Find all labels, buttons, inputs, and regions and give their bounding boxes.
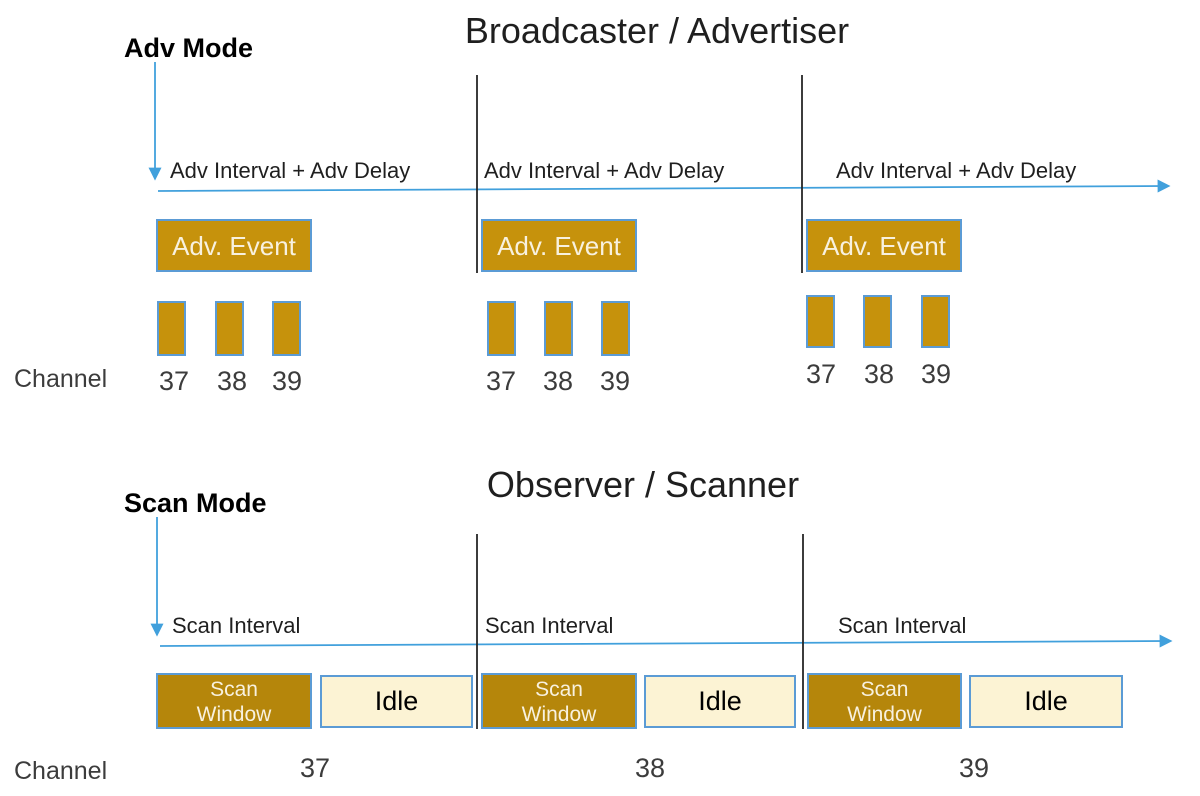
scan-window-box-2: Scan Window [481, 673, 637, 729]
scan-mode-label: Scan Mode [124, 488, 267, 518]
adv-channel-bar [863, 295, 892, 348]
adv-channel-bar [487, 301, 516, 356]
idle-box-1: Idle [320, 675, 473, 728]
scan-window-line2: Window [521, 703, 597, 726]
adv-channel-number: 38 [542, 366, 574, 396]
adv-channel-number: 37 [485, 366, 517, 396]
scan-window-line1: Scan [535, 678, 583, 701]
scan-window-line1: Scan [860, 678, 909, 701]
scan-channel-number: 37 [299, 753, 331, 783]
scan-window-box-3: Scan Window [807, 673, 962, 729]
adv-interval-label-3: Adv Interval + Adv Delay [836, 158, 1077, 183]
scan-window-line1: Scan [210, 678, 258, 701]
adv-mode-label: Adv Mode [124, 33, 254, 63]
scan-interval-label-2: Scan Interval [485, 613, 614, 638]
adv-event-box-2: Adv. Event [481, 219, 637, 272]
scan-interval-label-3: Scan Interval [838, 613, 967, 638]
adv-channel-number: 37 [805, 359, 837, 389]
scan-channel-number: 38 [634, 753, 666, 783]
scan-channel-number: 39 [958, 753, 990, 783]
adv-channel-bar [272, 301, 301, 356]
adv-event-box-1: Adv. Event [156, 219, 312, 272]
adv-interval-label-2: Adv Interval + Adv Delay [484, 158, 725, 183]
scan-timeline-arrow [159, 634, 1173, 648]
adv-channel-bar [601, 301, 630, 356]
scan-window-box-1: Scan Window [156, 673, 312, 729]
adv-interval-label-1: Adv Interval + Adv Delay [170, 158, 411, 183]
adv-channel-number: 38 [216, 366, 248, 396]
adv-channel-bar [806, 295, 835, 348]
scanner-title: Observer / Scanner [486, 464, 800, 505]
advertiser-title: Broadcaster / Advertiser [464, 10, 850, 51]
adv-channel-axis-label: Channel [14, 365, 108, 393]
scan-window-line2: Window [847, 703, 922, 726]
adv-channel-number: 38 [863, 359, 895, 389]
adv-event-box-3: Adv. Event [806, 219, 962, 272]
scan-channel-axis-label: Channel [14, 757, 108, 785]
adv-timeline-arrow [157, 179, 1171, 193]
adv-channel-bar [921, 295, 950, 348]
idle-box-3: Idle [969, 675, 1123, 728]
adv-channel-number: 39 [599, 366, 631, 396]
adv-channel-number: 39 [271, 366, 303, 396]
idle-box-2: Idle [644, 675, 796, 728]
adv-channel-number: 37 [158, 366, 190, 396]
scan-interval-label-1: Scan Interval [172, 613, 301, 638]
adv-channel-bar [544, 301, 573, 356]
scan-window-line2: Window [196, 703, 272, 726]
adv-channel-bar [157, 301, 186, 356]
adv-channel-bar [215, 301, 244, 356]
adv-channel-number: 39 [920, 359, 952, 389]
